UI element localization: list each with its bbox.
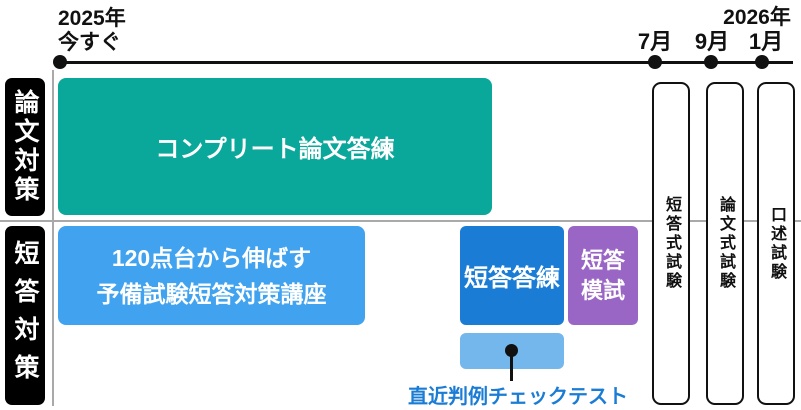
exam-box-tanto-shiki: 短答式試験 (652, 82, 690, 405)
course-bar-complete-ronbun-touren: コンプリート論文答練 (58, 78, 492, 215)
month-label-september: 9月 (694, 29, 730, 54)
row-label-tanto-taisaku: 短答対策 (5, 226, 45, 405)
checktest-pointer-dot (505, 344, 518, 357)
row-label-ronbun-taisaku: 論文対策 (5, 78, 45, 216)
vertical-separator (52, 70, 54, 406)
month-label-january: 1月 (748, 29, 784, 54)
start-now-label: 今すぐ (58, 31, 121, 54)
horizontal-separator (0, 220, 801, 222)
end-year-label: 2026年 (723, 6, 791, 29)
timeline-dot-july (648, 55, 662, 69)
exam-box-kojutsu: 口述試験 (757, 82, 795, 405)
timeline-line (60, 61, 793, 64)
course-bar-tanto-touren: 短答答練 (460, 226, 564, 325)
course-bar-tanto-taisaku-kouza: 120点台から伸ばす 予備試験短答対策講座 (58, 226, 365, 325)
timeline-dot-september (704, 55, 718, 69)
timeline-dot-january (755, 55, 769, 69)
checktest-label: 直近判例チェックテスト (408, 386, 628, 408)
month-label-july: 7月 (637, 29, 673, 54)
timeline-dot-start (53, 55, 67, 69)
course-bar-tanto-moshi: 短答 模試 (568, 226, 638, 325)
exam-box-ronbun-shiki: 論文式試験 (706, 82, 744, 405)
start-year-label: 2025年 (58, 7, 126, 30)
checktest-pointer-line (510, 351, 513, 381)
